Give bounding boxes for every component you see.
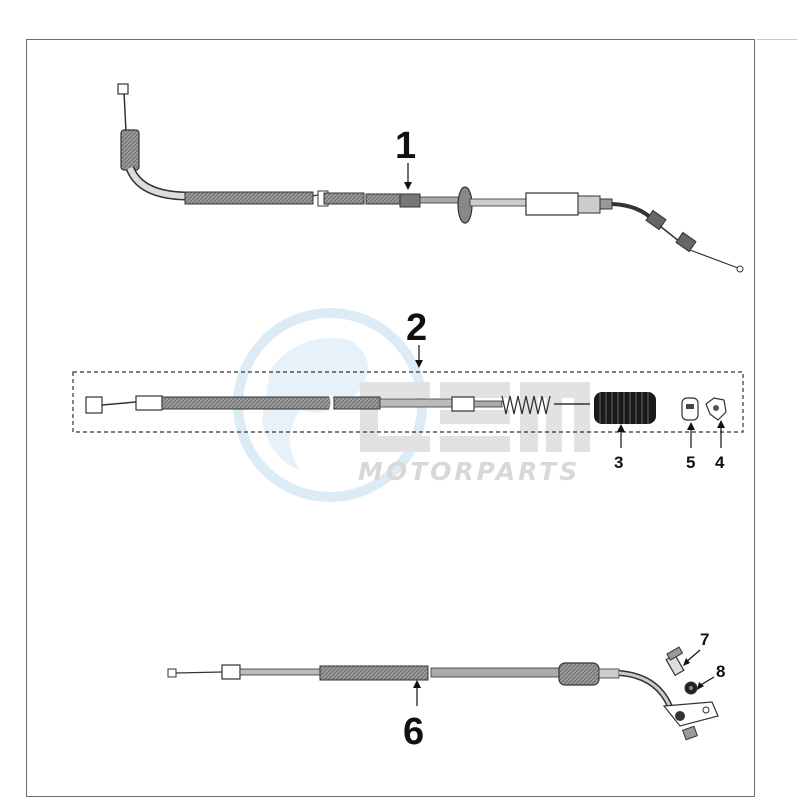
callout-8: 8 [716,662,725,681]
callout-7: 7 [700,630,709,649]
top-rule [757,39,797,40]
group-2-dashed-box [72,371,744,433]
callout-2: 2 [406,307,427,349]
watermark-brand-text: MOTORPARTS [358,457,580,486]
callout-3: 3 [614,453,623,472]
part-8-nut [684,676,715,695]
cable-1-drawing [117,83,744,273]
callout-1: 1 [395,125,416,167]
watermark-logo-mark [360,382,590,452]
callout-2-arrow [415,360,423,368]
part-3-sleeve [594,392,656,448]
cable-2-drawing [85,394,590,415]
callout-6: 6 [403,711,424,753]
callout-4: 4 [715,453,725,472]
part-7-bolt [665,646,701,677]
cable-6-drawing [167,662,719,741]
diagram-frame [26,39,755,797]
callout-5: 5 [686,453,695,472]
part-5-bushing [681,397,699,448]
part-4-clip [705,397,727,448]
